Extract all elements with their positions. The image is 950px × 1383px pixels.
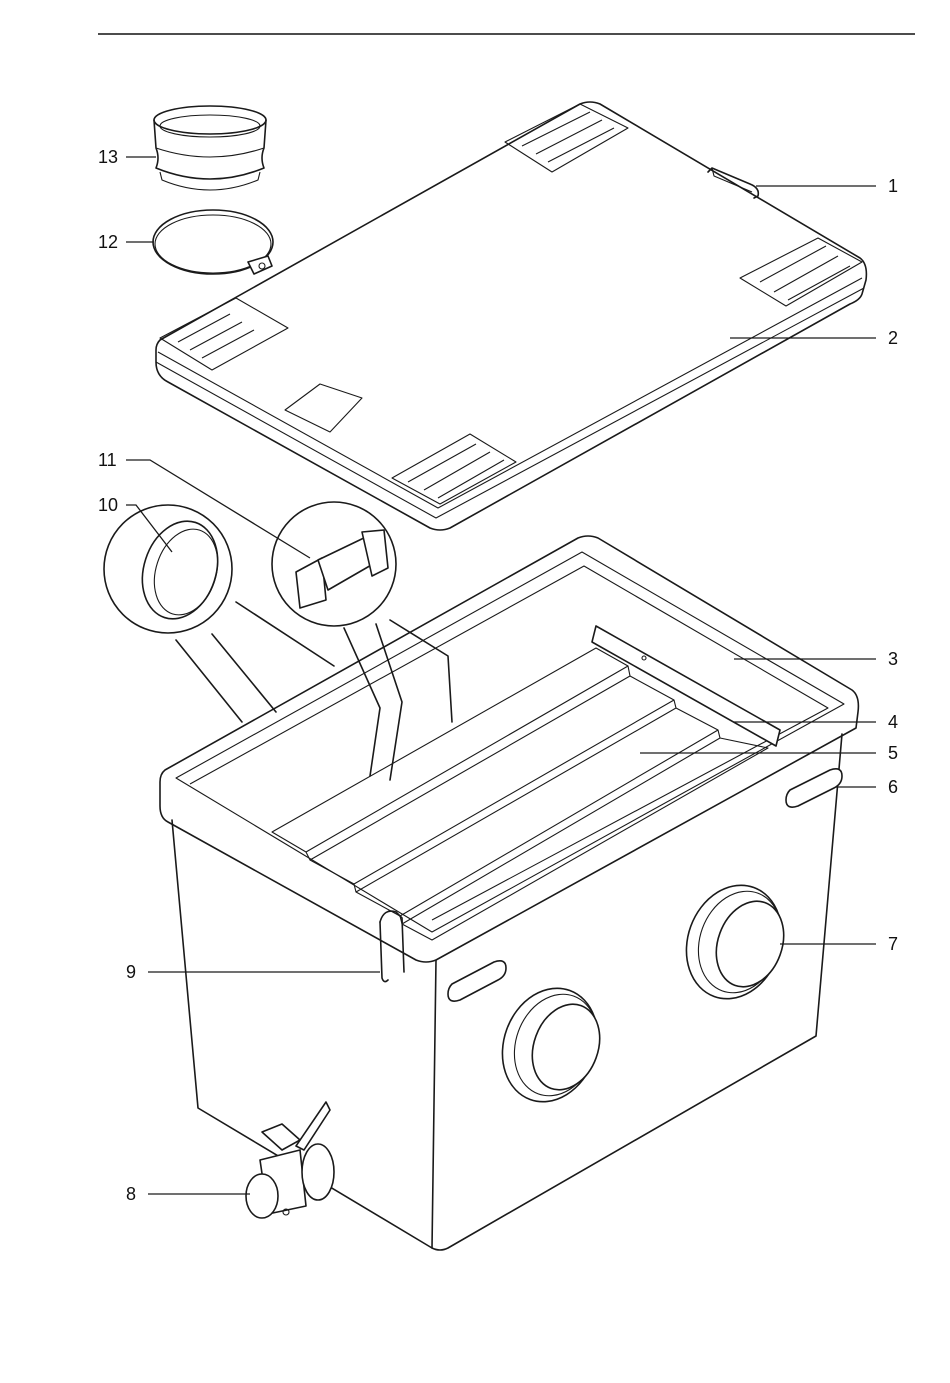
callout-13: 13 <box>98 147 118 167</box>
callout-8: 8 <box>126 1184 136 1204</box>
callout-1: 1 <box>888 176 898 196</box>
side-handle <box>786 769 842 807</box>
callout-2: 2 <box>888 328 898 348</box>
callout-3: 3 <box>888 649 898 669</box>
callout-9: 9 <box>126 962 136 982</box>
callout-4: 4 <box>888 712 898 732</box>
callout-10: 10 <box>98 495 118 515</box>
callout-5: 5 <box>888 743 898 763</box>
inlet-connector <box>671 872 797 1012</box>
hose-adapter <box>154 106 266 190</box>
callout-12: 12 <box>98 232 118 252</box>
hose-clamp <box>153 210 273 274</box>
drain-valve <box>246 1102 334 1218</box>
callout-6: 6 <box>888 777 898 797</box>
front-handle <box>448 961 506 1001</box>
callout-11: 11 <box>98 450 117 470</box>
callout-7: 7 <box>888 934 898 954</box>
lower-inlet-connector <box>487 975 613 1115</box>
